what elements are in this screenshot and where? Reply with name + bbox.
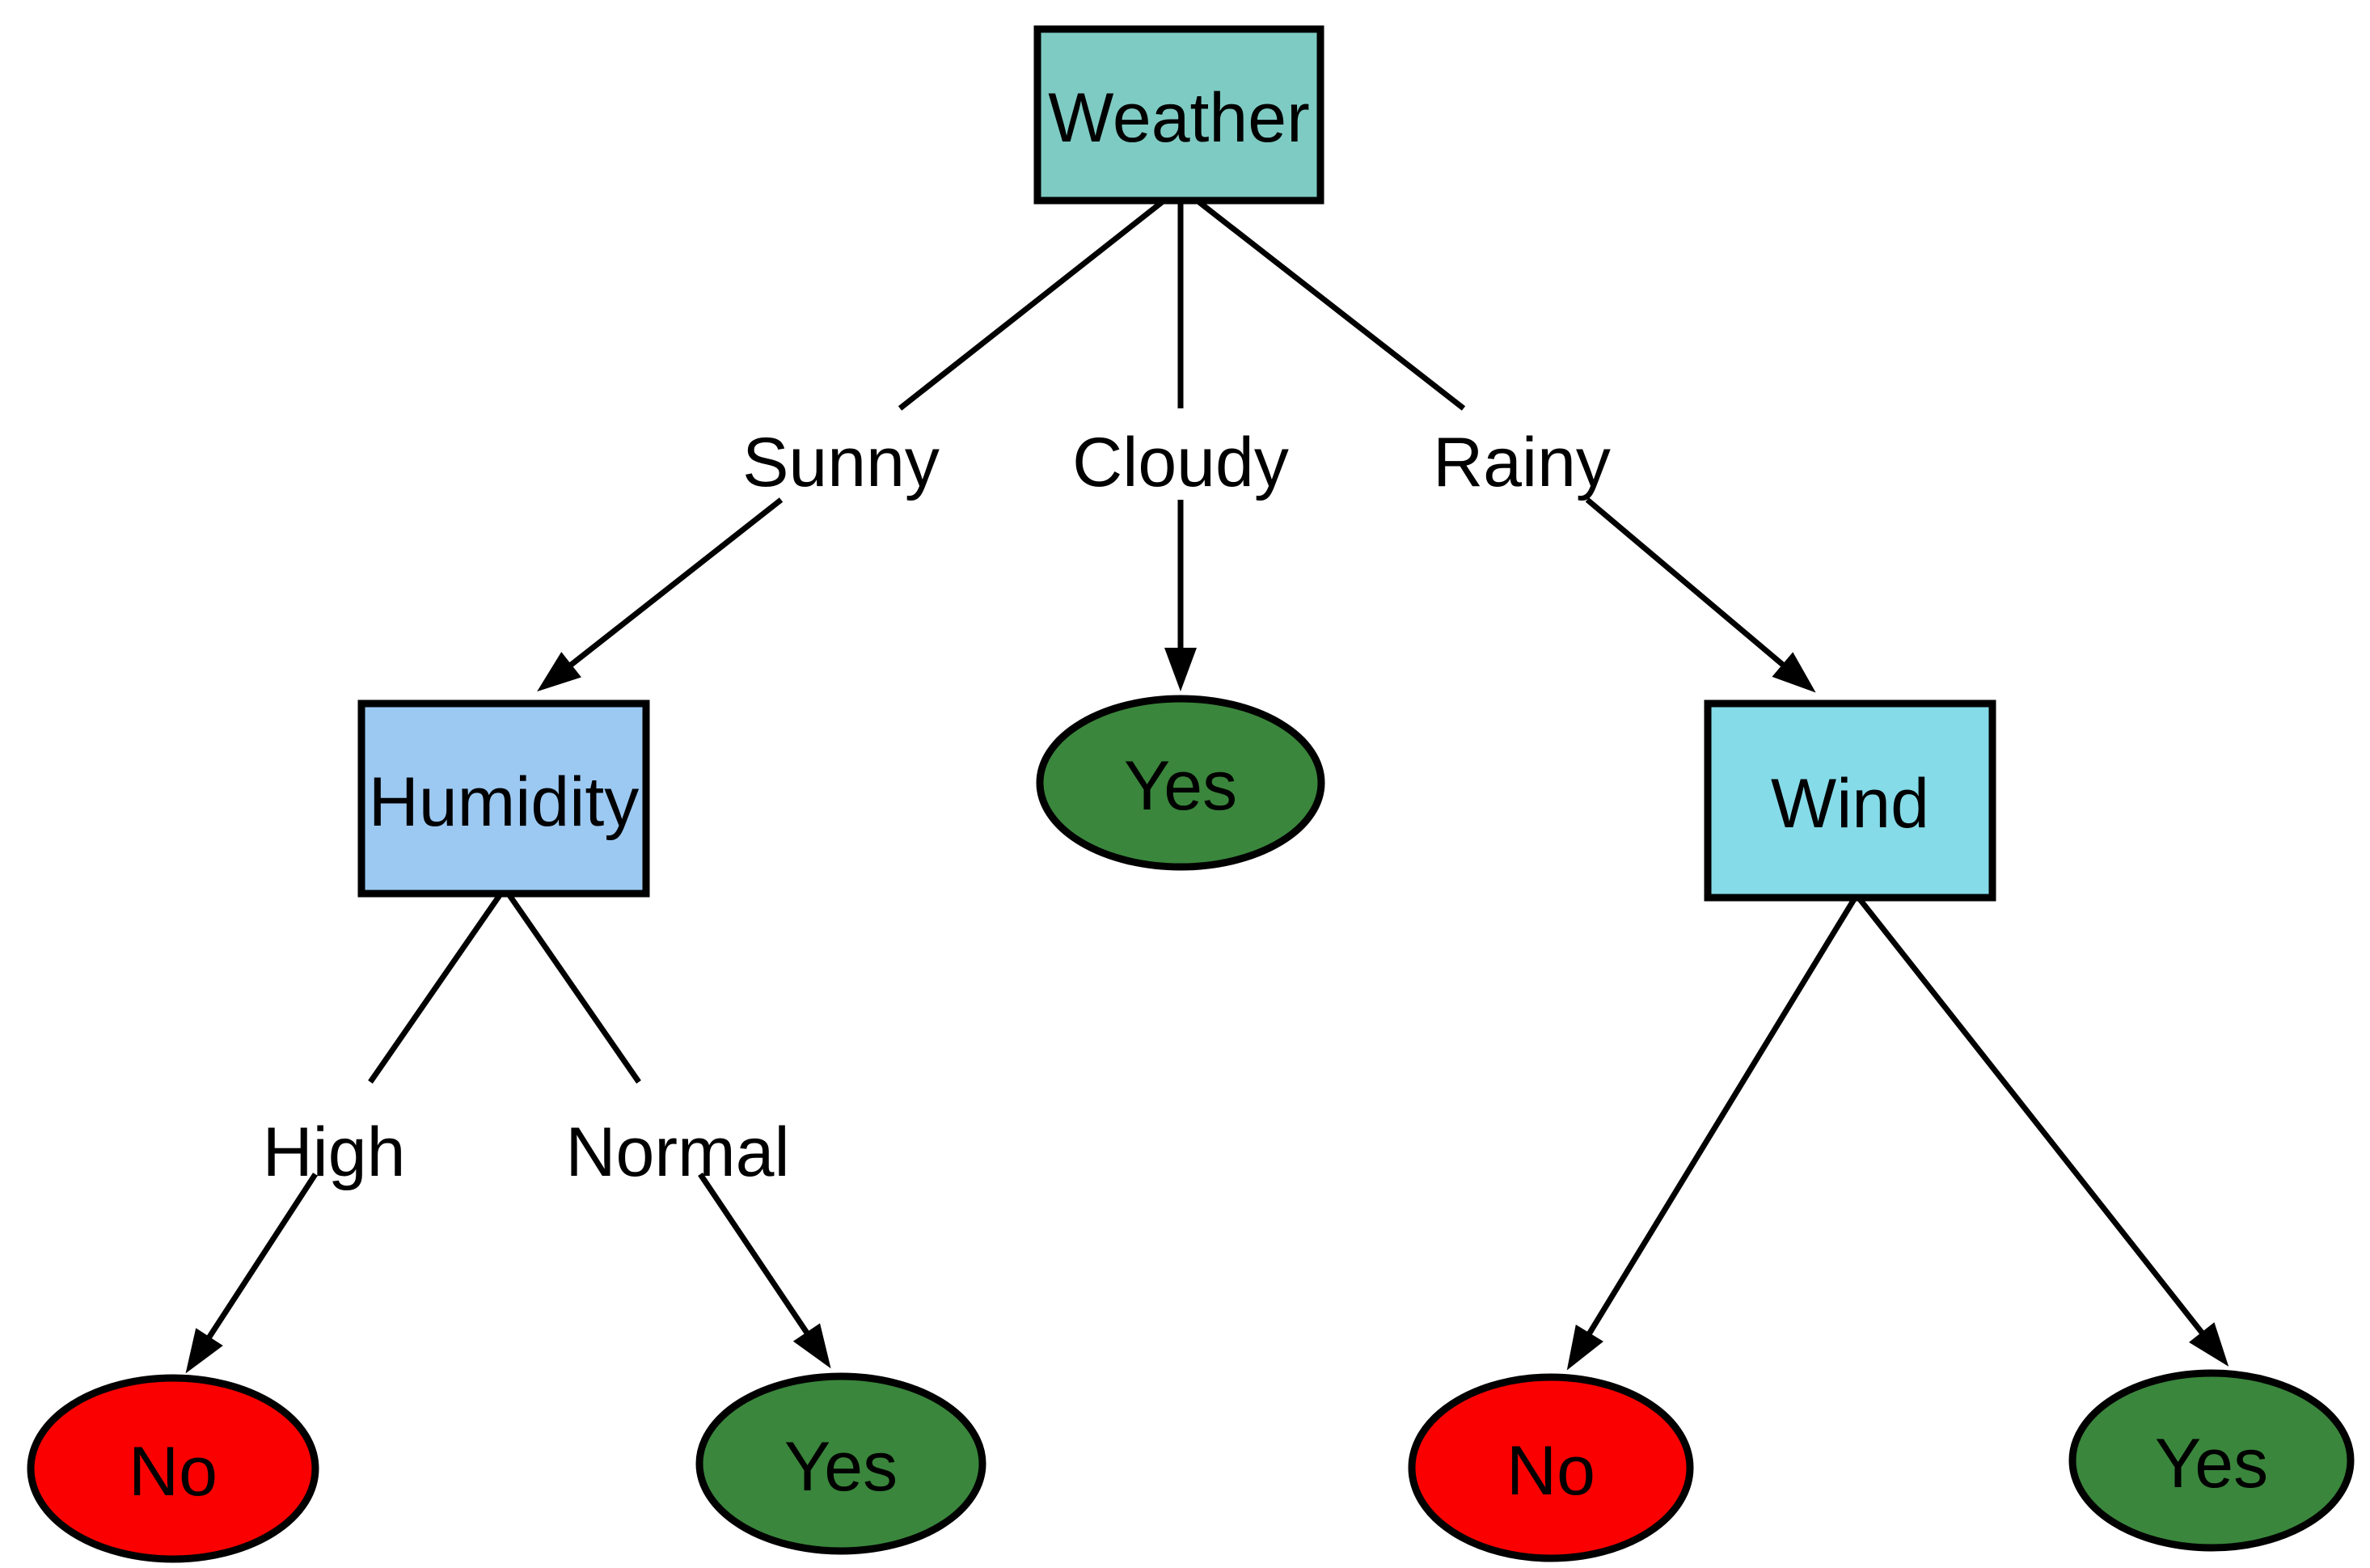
edge-weather-rainy-upper bbox=[1197, 200, 1466, 411]
node-humidity-label: Humidity bbox=[369, 763, 640, 841]
edge-sunny-to-humidity-arrow bbox=[537, 497, 784, 692]
edges bbox=[185, 200, 2229, 1374]
edge-labels: Sunny Cloudy Rainy High Normal bbox=[263, 424, 1611, 1191]
edge-weather-sunny-upper bbox=[898, 200, 1164, 411]
node-weather bbox=[1033, 25, 1324, 205]
edge-normal-to-yes-arrow bbox=[698, 1173, 831, 1369]
nodes: Weather Humidity Yes Wind No Yes No Yes bbox=[27, 25, 2355, 1563]
edge-wind-to-no-arrow bbox=[1566, 898, 1857, 1371]
edge-wind-to-yes-arrow bbox=[1857, 897, 2229, 1367]
node-wind bbox=[1704, 699, 1996, 902]
node-humidity bbox=[357, 699, 650, 898]
node-no-high bbox=[27, 1374, 319, 1563]
edge-humidity-normal-upper bbox=[507, 894, 641, 1084]
edge-label-sunny: Sunny bbox=[742, 424, 940, 501]
edge-rainy-to-wind-arrow bbox=[1585, 497, 1816, 693]
node-no-wind bbox=[1408, 1373, 1694, 1562]
node-no-high-label: No bbox=[129, 1433, 218, 1511]
node-yes-cloudy bbox=[1036, 695, 1325, 871]
edge-label-high: High bbox=[263, 1114, 406, 1191]
node-yes-cloudy-label: Yes bbox=[1124, 747, 1237, 825]
node-wind-label: Wind bbox=[1771, 765, 1929, 843]
node-no-wind-label: No bbox=[1506, 1432, 1595, 1510]
node-yes-normal-label: Yes bbox=[784, 1428, 898, 1506]
edge-high-to-no-arrow bbox=[185, 1173, 318, 1374]
node-yes-wind bbox=[2068, 1369, 2355, 1552]
node-weather-label: Weather bbox=[1048, 79, 1309, 157]
edge-label-rainy: Rainy bbox=[1433, 424, 1611, 501]
edge-label-normal: Normal bbox=[565, 1114, 789, 1191]
node-yes-normal bbox=[695, 1372, 986, 1555]
edge-humidity-high-upper bbox=[368, 894, 502, 1084]
node-yes-wind-label: Yes bbox=[2155, 1425, 2268, 1502]
edge-label-cloudy: Cloudy bbox=[1072, 424, 1289, 501]
